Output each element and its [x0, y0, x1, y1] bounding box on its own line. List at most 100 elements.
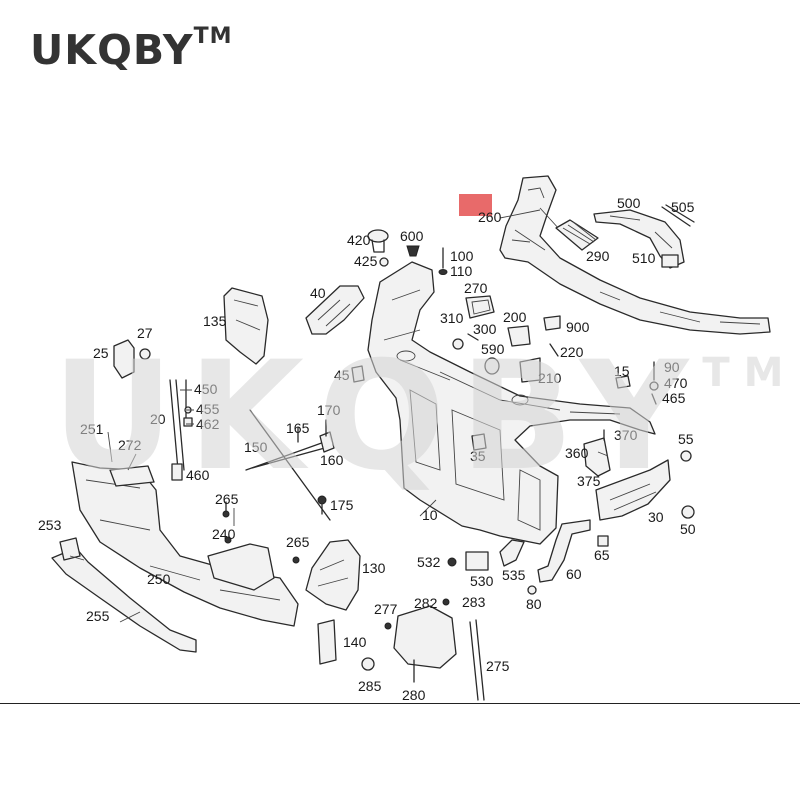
part-stay-150	[245, 409, 335, 521]
part-bracket-500	[593, 204, 695, 269]
label-160: 160	[320, 452, 344, 468]
label-45: 45	[334, 367, 350, 383]
part-bracket-40	[305, 285, 365, 335]
part-bolt-175	[317, 495, 327, 515]
label-165: 165	[286, 420, 310, 436]
label-375: 375	[577, 473, 601, 489]
label-532: 532	[417, 554, 441, 570]
part-bracket-275	[361, 598, 485, 701]
part-bar-255	[51, 537, 197, 653]
label-530: 530	[470, 573, 494, 589]
label-535: 535	[502, 567, 526, 583]
label-60: 60	[566, 566, 582, 582]
label-310: 310	[440, 310, 464, 326]
label-20: 20	[150, 411, 166, 427]
label-255: 255	[86, 608, 110, 624]
part-mount-530	[447, 539, 525, 571]
label-175: 175	[330, 497, 354, 513]
part-deflector-30	[595, 459, 671, 521]
part-bumper-590	[484, 357, 500, 375]
brand-name: UKQBY	[30, 26, 194, 74]
label-30: 30	[648, 509, 664, 525]
part-210	[519, 343, 559, 383]
label-590: 590	[481, 341, 505, 357]
label-251: 251	[80, 421, 104, 437]
part-nut-55	[680, 450, 692, 462]
label-420: 420	[347, 232, 371, 248]
label-140: 140	[343, 634, 367, 650]
label-282: 282	[414, 595, 438, 611]
label-900: 900	[566, 319, 590, 335]
part-clip-600	[406, 245, 420, 257]
part-clip-15	[615, 361, 659, 405]
part-65	[597, 535, 609, 547]
part-upper-crossmember	[499, 175, 771, 335]
label-210: 210	[538, 370, 562, 386]
label-220: 220	[560, 344, 584, 360]
label-15: 15	[614, 363, 630, 379]
label-27: 27	[137, 325, 153, 341]
bottom-divider	[0, 703, 800, 704]
part-mount-240	[207, 501, 275, 591]
label-465: 465	[662, 390, 686, 406]
label-425: 425	[354, 253, 378, 269]
callout-labels: 260 500 505 290 510 420 600 100 110 425 …	[38, 195, 696, 703]
label-272: 272	[118, 437, 142, 453]
label-462: 462	[196, 416, 220, 432]
label-455: 455	[196, 401, 220, 417]
highlight-marker	[459, 194, 492, 216]
label-135: 135	[203, 313, 227, 329]
label-100: 100	[450, 248, 474, 264]
part-duct-130	[305, 539, 361, 611]
label-80: 80	[526, 596, 542, 612]
part-bracket-360	[583, 429, 611, 477]
label-277: 277	[374, 601, 398, 617]
label-260: 260	[478, 209, 502, 225]
part-fastener-310	[452, 333, 479, 350]
brand-trademark: TM	[193, 24, 233, 49]
label-510: 510	[632, 250, 656, 266]
part-arm-60	[537, 519, 591, 583]
label-50: 50	[680, 521, 696, 537]
label-285: 285	[358, 678, 382, 694]
label-10: 10	[422, 507, 438, 523]
label-270: 270	[464, 280, 488, 296]
label-300: 300	[473, 321, 497, 337]
part-bracket-140	[317, 619, 337, 665]
label-265-lower: 265	[286, 534, 310, 550]
leader-lines	[69, 209, 609, 623]
part-80	[527, 585, 537, 595]
part-nut-50	[681, 505, 695, 519]
label-505: 505	[671, 199, 695, 215]
label-450: 450	[194, 381, 218, 397]
label-253: 253	[38, 517, 62, 533]
label-40: 40	[310, 285, 326, 301]
label-25: 25	[93, 345, 109, 361]
label-470: 470	[664, 375, 688, 391]
part-35	[471, 433, 487, 451]
part-duct-135	[223, 287, 269, 365]
label-600: 600	[400, 228, 424, 244]
label-275: 275	[486, 658, 510, 674]
label-370: 370	[614, 427, 638, 443]
part-45	[351, 365, 365, 383]
label-250: 250	[147, 571, 171, 587]
label-55: 55	[678, 431, 694, 447]
label-35: 35	[470, 448, 486, 464]
label-200: 200	[503, 309, 527, 325]
part-front-module	[367, 261, 656, 545]
part-bolt-265	[292, 556, 300, 564]
label-110: 110	[450, 263, 473, 279]
part-bracket-25	[113, 339, 151, 379]
label-280: 280	[402, 687, 426, 703]
label-265-upper: 265	[215, 491, 239, 507]
label-90: 90	[664, 359, 680, 375]
label-65: 65	[594, 547, 610, 563]
label-150: 150	[244, 439, 268, 455]
label-360: 360	[565, 445, 589, 461]
part-latch-200	[507, 315, 561, 347]
part-strut-20	[169, 379, 193, 481]
brand-logo: UKQBYTM	[30, 24, 233, 74]
label-290: 290	[586, 248, 610, 264]
